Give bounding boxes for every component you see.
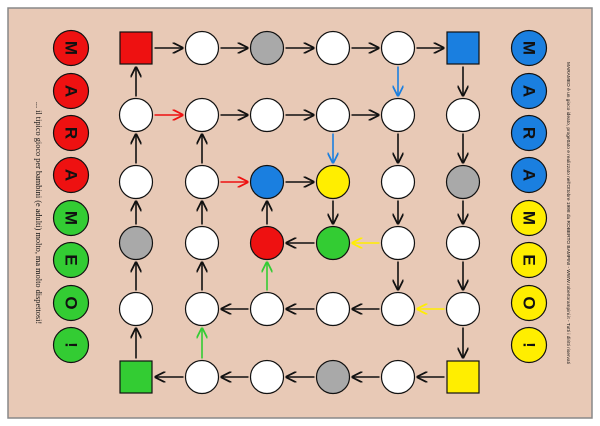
right-title-letter-circle <box>510 284 548 322</box>
right-title-letter-circle <box>510 241 548 279</box>
yellow-start-square[interactable] <box>446 360 480 394</box>
tagline-text: ... il tipico gioco per bambini (e adult… <box>34 102 43 324</box>
board-cell[interactable] <box>445 291 481 327</box>
red-start-square[interactable] <box>119 31 153 65</box>
board-cell[interactable] <box>184 359 220 395</box>
left-title-letter: A <box>62 85 81 97</box>
right-title-letter: A <box>520 85 539 97</box>
right-title-letter-circle <box>510 72 548 110</box>
board-cell[interactable] <box>184 97 220 133</box>
board-cell[interactable] <box>315 291 351 327</box>
board-cells <box>118 30 481 395</box>
board-cell[interactable] <box>184 164 220 200</box>
left-title-letter-circle <box>52 156 90 194</box>
board-cell[interactable] <box>380 225 416 261</box>
board-cell[interactable] <box>118 164 154 200</box>
right-title-letter: ! <box>520 342 539 348</box>
blue-cell[interactable] <box>249 164 285 200</box>
board-cell[interactable] <box>380 30 416 66</box>
left-title-letter: A <box>62 169 81 181</box>
right-title-letter: M <box>520 211 539 225</box>
board-cell[interactable] <box>315 97 351 133</box>
board-cell[interactable] <box>380 97 416 133</box>
left-title-letter: R <box>62 127 81 139</box>
board-cell[interactable] <box>445 225 481 261</box>
board-cell[interactable] <box>249 291 285 327</box>
left-title-letter: M <box>62 41 81 55</box>
right-title-letter: A <box>520 169 539 181</box>
right-title-letter-circle <box>510 156 548 194</box>
path-arrows <box>136 48 463 377</box>
title-columns: M A R A M E O! M A R A M E O! <box>52 29 548 364</box>
board-cell[interactable] <box>118 291 154 327</box>
yellow-cell[interactable] <box>315 164 351 200</box>
board-cell[interactable] <box>118 97 154 133</box>
board-cell[interactable] <box>249 97 285 133</box>
left-title-letter: E <box>62 254 81 265</box>
green-start-square[interactable] <box>119 360 153 394</box>
left-title-letter: M <box>62 211 81 225</box>
right-title-letter: M <box>520 41 539 55</box>
right-title-letter-circle <box>510 199 548 237</box>
right-title-letter: R <box>520 127 539 139</box>
board-cell[interactable] <box>380 359 416 395</box>
right-title-letter-circle <box>510 29 548 67</box>
right-title-letter-circle <box>510 114 548 152</box>
green-cell[interactable] <box>315 225 351 261</box>
gray-cell[interactable] <box>315 359 351 395</box>
left-title-letter-circle <box>52 241 90 279</box>
right-title-letter: E <box>520 254 539 265</box>
gray-cell[interactable] <box>445 164 481 200</box>
board-cell[interactable] <box>380 164 416 200</box>
left-title-letter-circle <box>52 326 90 364</box>
left-title-letter-circle <box>52 114 90 152</box>
board-cell[interactable] <box>380 291 416 327</box>
red-cell[interactable] <box>249 225 285 261</box>
left-title-letter-circle <box>52 29 90 67</box>
board-cell[interactable] <box>249 359 285 395</box>
left-title-letter-circle <box>52 284 90 322</box>
right-title-letter-circle <box>510 326 548 364</box>
left-title-letter: O <box>62 296 81 309</box>
right-title-letter: O <box>520 296 539 309</box>
board-cell[interactable] <box>184 225 220 261</box>
gray-cell[interactable] <box>118 225 154 261</box>
left-title-letter-circle <box>52 199 90 237</box>
board-cell[interactable] <box>315 30 351 66</box>
gray-cell[interactable] <box>249 30 285 66</box>
left-title-letter: ! <box>62 342 81 348</box>
board-background <box>7 7 593 419</box>
left-title-letter-circle <box>52 72 90 110</box>
board-cell[interactable] <box>445 97 481 133</box>
board-cell[interactable] <box>184 291 220 327</box>
board-cell[interactable] <box>184 30 220 66</box>
blue-start-square[interactable] <box>446 31 480 65</box>
credits-text: MARAMEO è un gioco ideato, progettato e … <box>565 62 571 364</box>
